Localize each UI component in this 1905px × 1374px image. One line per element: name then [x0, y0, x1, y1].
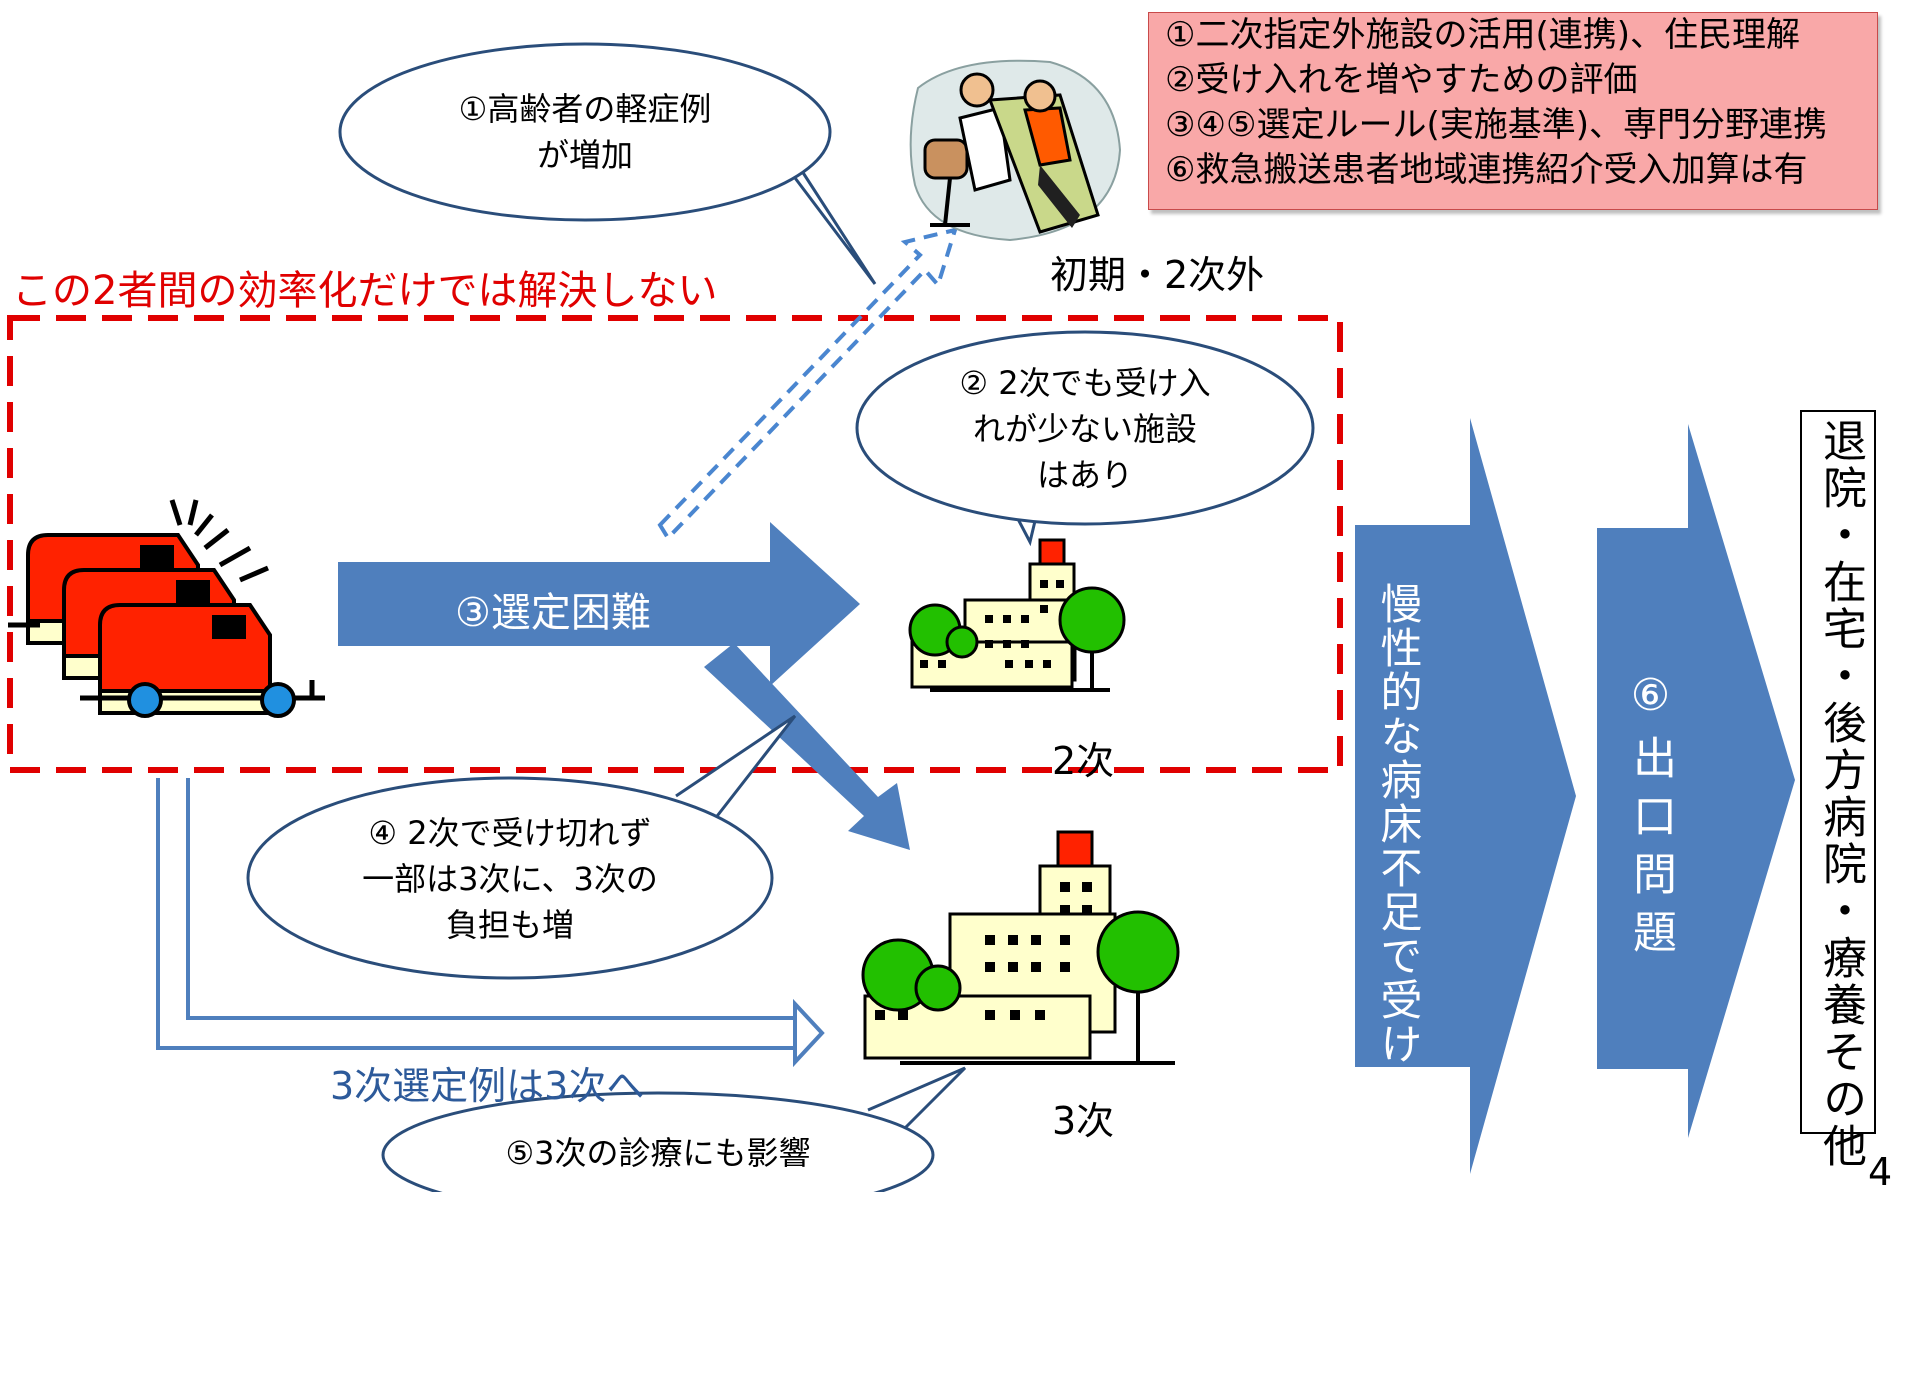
bubble-1-text: ①高齢者の軽症例が増加: [458, 90, 712, 174]
selection-difficulty-arrow: [338, 522, 860, 686]
note-line: ⑥救急搬送患者地域連携紹介受入加算は有: [1165, 150, 1808, 190]
primary-referral-arrow: [657, 227, 958, 542]
bubble-4-text: ④ 2次で受け切れず一部は3次に、3次の負担も増: [362, 814, 658, 944]
exit-problem-text: ⑥出口問題: [1625, 670, 1676, 967]
bed-shortage-arrow: [1355, 418, 1576, 1174]
secondary-hospital-icon: [908, 538, 1126, 692]
secondary-care-label: 2次: [1052, 739, 1115, 783]
bubble-low-acceptance: [855, 330, 1315, 547]
clinic-consultation-icon: [909, 59, 1122, 242]
exit-problem-arrow: [1597, 424, 1795, 1138]
note-line: ③④⑤選定ルール(実施基準)、専門分野連携: [1165, 105, 1827, 145]
note-line: ①二次指定外施設の活用(連携)、住民理解: [1165, 15, 1801, 55]
bubble-elderly-mild-cases: [338, 42, 877, 285]
bubble-overflow-burden: [246, 714, 797, 980]
page-number: 4: [1868, 1150, 1893, 1194]
bubble-tertiary-impact: [381, 1066, 967, 1192]
bubble-5-text: ⑤3次の診療にも影響: [505, 1134, 811, 1172]
ambulance-icon: [8, 499, 325, 718]
bubble-2-text: ② 2次でも受け入れが少ない施設はあり: [959, 364, 1211, 494]
primary-care-label: 初期・2次外: [1050, 253, 1265, 297]
headline: この2者間の効率化だけでは解決しない: [12, 268, 718, 314]
tertiary-route-label: 3次選定例は3次へ: [330, 1064, 645, 1108]
diagram-canvas: [7, 42, 1795, 1192]
note-line: ②受け入れを増やすための評価: [1165, 60, 1638, 100]
tertiary-route-arrow: [156, 778, 825, 1068]
selection-difficulty-label: ③選定困難: [455, 590, 651, 636]
tertiary-care-label: 3次: [1052, 1099, 1115, 1143]
discharge-destination-text: 退院・在宅・後方病院・療養その他: [1815, 418, 1866, 1170]
overflow-to-tertiary-arrow: [704, 643, 910, 850]
discharge-destination-box: 退院・在宅・後方病院・療養その他: [1800, 410, 1876, 1170]
efficiency-region-border: [7, 315, 1343, 773]
bed-shortage-text: 慢性的な病床不足で受け入れ困難に拍車: [1374, 582, 1423, 1374]
measures-note-box: ①二次指定外施設の活用(連携)、住民理解 ②受け入れを増やすための評価 ③④⑤選…: [1148, 12, 1878, 210]
tertiary-hospital-icon: [861, 830, 1180, 1065]
